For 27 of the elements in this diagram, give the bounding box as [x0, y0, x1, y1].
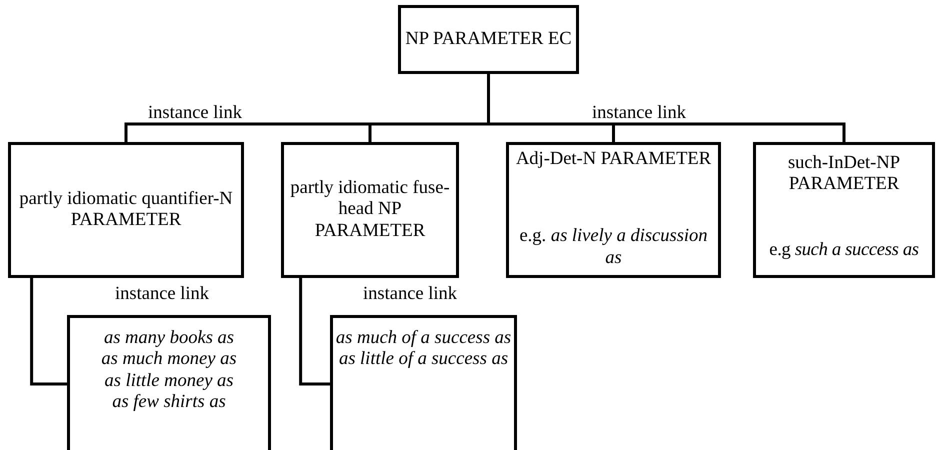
example-box: [67, 315, 271, 450]
category-box: [281, 142, 459, 278]
category-box: [753, 142, 935, 278]
connector-line: [487, 74, 846, 142]
link-label: instance link: [115, 285, 210, 304]
example-phrase: as little of a success as: [338, 349, 508, 371]
example-text: e.g such a success as: [769, 240, 919, 261]
example-phrase: as few shirts as: [112, 392, 226, 414]
example-phrase: as much money as: [101, 349, 237, 371]
root-box: [398, 5, 579, 74]
node-title: partly idiomatic fuse-head NP PARAMETER: [289, 178, 451, 242]
example-phrase: as little money as: [104, 370, 234, 392]
link-label: instance link: [148, 104, 242, 122]
node-title: such-InDet-NP PARAMETER: [786, 153, 901, 196]
example-text: e.g. as lively a discussion as: [518, 226, 709, 269]
example-box: [330, 315, 517, 450]
node-title: NP PARAMETER EC: [405, 28, 572, 50]
example-phrase: as much of a success as: [336, 328, 512, 350]
example-phrase: as many books as: [104, 328, 234, 350]
connector-line: [299, 278, 330, 386]
node-title: partly idiomatic quantifier-N PARAMETER: [18, 188, 234, 232]
connector-line: [30, 278, 67, 386]
link-label: instance link: [592, 104, 686, 122]
node-title: Adj-Det-N PARAMETER: [516, 149, 712, 170]
category-box: [506, 142, 721, 278]
link-label: instance link: [363, 285, 458, 304]
category-box: [8, 142, 244, 278]
